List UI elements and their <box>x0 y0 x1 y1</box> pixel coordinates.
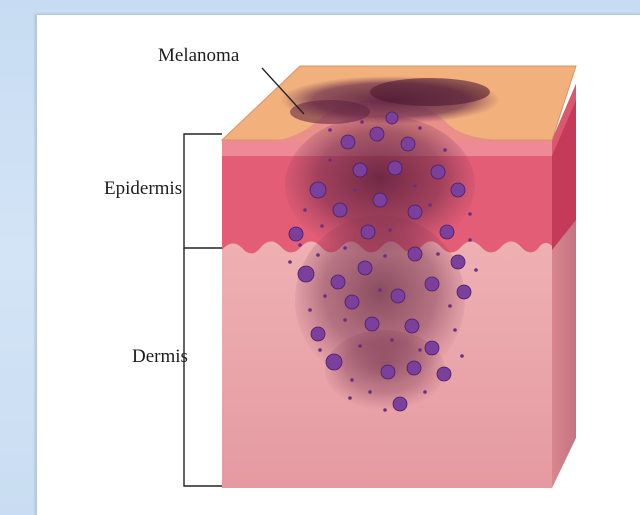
dermis-label: Dermis <box>132 346 188 368</box>
layer-brackets <box>184 134 222 486</box>
epidermis-label: Epidermis <box>104 178 182 200</box>
dermis-bracket <box>184 248 222 486</box>
epidermis-bracket <box>184 134 222 248</box>
melanoma-label: Melanoma <box>158 45 239 67</box>
